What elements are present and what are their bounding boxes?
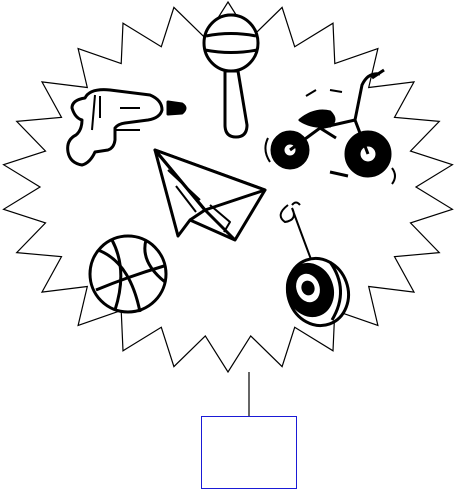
beach-ball-icon [90, 236, 166, 312]
answer-box[interactable] [201, 416, 297, 489]
